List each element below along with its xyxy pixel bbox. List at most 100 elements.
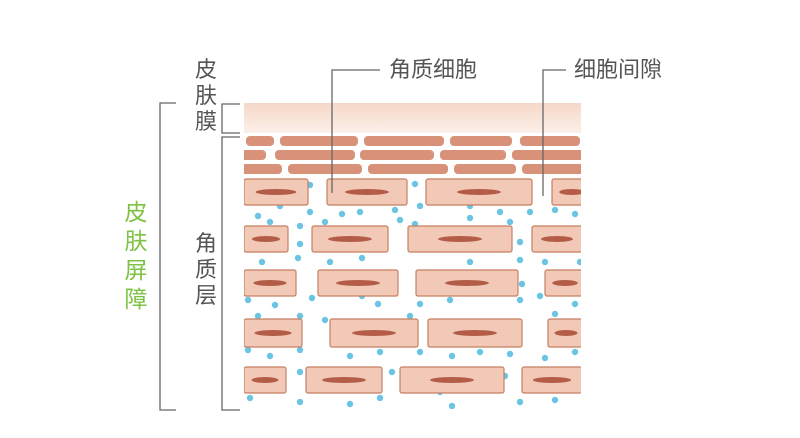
lipid-dot (296, 312, 304, 320)
corneocyte-label: 角质细胞 (389, 58, 478, 83)
cell-nucleus (255, 189, 297, 195)
lipid-dot (374, 300, 382, 308)
lipid-dot (296, 368, 304, 376)
lipid-dot (296, 222, 304, 230)
flat-corneocytes (244, 136, 581, 174)
lipid-dot (376, 394, 384, 402)
lipid-dot (576, 258, 581, 266)
lipid-dot (506, 218, 514, 226)
cell-nucleus (328, 236, 372, 242)
flat-corneocyte (520, 136, 580, 146)
lipid-dot (346, 400, 354, 408)
cell-nucleus (559, 189, 581, 195)
flat-corneocyte (275, 150, 355, 160)
cell-nucleus (541, 236, 573, 242)
flat-corneocyte (368, 164, 448, 174)
lipid-dot (266, 218, 274, 226)
lipid-dot (516, 296, 524, 304)
flat-corneocyte (512, 150, 581, 160)
lipid-dot (346, 352, 354, 360)
lipid-dot (518, 280, 526, 288)
lipid-dot (476, 348, 484, 356)
flat-corneocyte (244, 164, 282, 174)
lipid-dot (516, 256, 524, 264)
cell-nucleus (457, 189, 501, 195)
lipid-dot (466, 258, 474, 266)
lipid-dot (551, 206, 559, 214)
lipid-dot (296, 346, 304, 354)
cell-nucleus (254, 330, 292, 336)
skin-film-layer (244, 103, 581, 133)
flat-corneocyte (360, 150, 434, 160)
lipid-dot (446, 296, 454, 304)
lipid-dot (496, 208, 504, 216)
lipid-dot (466, 214, 474, 222)
skin-film-bracket (221, 103, 240, 134)
lipid-dot (294, 254, 302, 262)
stratum-corneum-bracket (221, 136, 240, 411)
lipid-dot (516, 238, 524, 246)
cell-nucleus (345, 189, 389, 195)
lipid-dot (411, 180, 419, 188)
lipid-dot (396, 216, 404, 224)
lipid-dot (406, 312, 414, 320)
lipid-dot (308, 294, 316, 302)
lipid-dot (244, 346, 252, 354)
lipid-dot (391, 206, 399, 214)
lipid-dot (551, 396, 559, 404)
corneocyte-pointer (331, 69, 380, 193)
lipid-dot (516, 398, 524, 406)
cell-nucleus (532, 377, 572, 383)
flat-corneocyte (522, 164, 581, 174)
corneocytes (244, 178, 581, 394)
flat-corneocyte (280, 136, 358, 146)
cell-nucleus (445, 280, 489, 286)
lipid-dot (296, 398, 304, 406)
barrier-bracket (159, 102, 176, 411)
lipid-dot (416, 202, 424, 210)
lipid-dot (506, 350, 514, 358)
lipid-dot (306, 208, 314, 216)
skin-barrier-label: 皮肤屏障 (124, 200, 148, 313)
lipid-dot (526, 208, 534, 216)
lipid-dot (571, 348, 579, 356)
cell-nucleus (336, 280, 380, 286)
skin-film-label: 皮肤膜 (194, 58, 217, 135)
cell-nucleus (253, 280, 287, 286)
cell-nucleus (430, 377, 474, 383)
lipid-dot (338, 210, 346, 218)
lipid-dot (536, 292, 544, 300)
cell-nucleus (438, 236, 482, 242)
flat-corneocyte (246, 136, 274, 146)
cell-nucleus (251, 377, 279, 383)
lipid-dot (551, 310, 559, 318)
stratum-corneum-label: 角质层 (194, 232, 217, 309)
lipid-dot (296, 240, 304, 248)
intercellular-pointer (542, 69, 566, 196)
lipid-dot (266, 352, 274, 360)
intercellular-space-label: 细胞间隙 (574, 58, 663, 83)
flat-corneocyte (440, 150, 506, 160)
cell-nucleus (251, 236, 281, 242)
lipid-dot (254, 212, 262, 220)
lipid-dot (448, 352, 456, 360)
lipid-dot (258, 258, 266, 266)
flat-corneocyte (244, 150, 266, 160)
lipid-dot (246, 394, 254, 402)
lipid-dot (321, 316, 329, 324)
lipid-dot (244, 296, 252, 304)
cell-nucleus (352, 330, 396, 336)
lipid-dot (416, 300, 424, 308)
cell-nucleus (554, 330, 578, 336)
lipid-dot (326, 258, 334, 266)
flat-corneocyte (288, 164, 362, 174)
lipid-dot (376, 348, 384, 356)
lipid-dot (356, 208, 364, 216)
lipid-dot (541, 354, 549, 362)
cell-nucleus (453, 330, 497, 336)
flat-corneocyte (454, 164, 516, 174)
lipid-dot (271, 301, 279, 309)
lipid-dot (321, 218, 329, 226)
lipid-dot (571, 300, 579, 308)
cell-nucleus (322, 377, 366, 383)
